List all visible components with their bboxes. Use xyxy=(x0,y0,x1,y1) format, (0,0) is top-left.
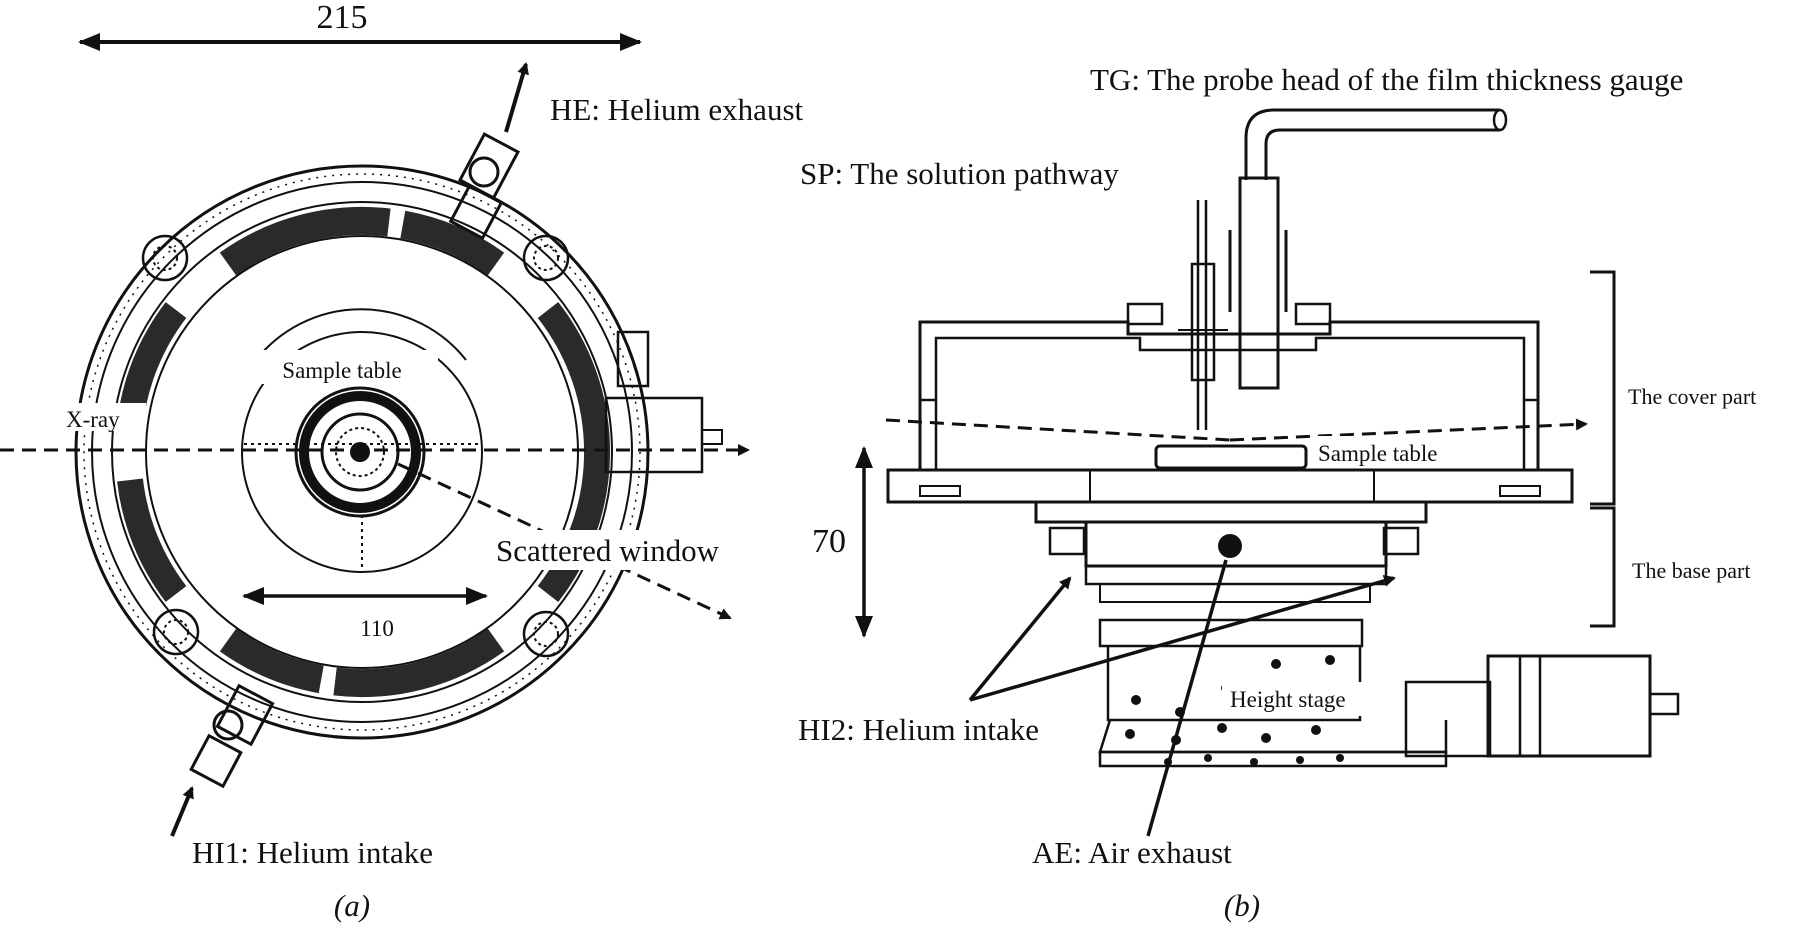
air-exhaust-label: AE: Air exhaust xyxy=(1032,835,1232,870)
helium-intake-pointer-2 xyxy=(969,574,1396,702)
dimension-70-label: 70 xyxy=(812,523,846,560)
helium-exhaust-label: HE: Helium exhaust xyxy=(550,92,804,127)
sample-table-label-a: Sample table xyxy=(282,358,401,383)
xray-label: X-ray xyxy=(66,407,120,432)
sample-table-b xyxy=(1154,444,1308,470)
panel-a: 215 xyxy=(0,0,804,923)
air-exhaust-pointer xyxy=(1146,559,1228,837)
sample-table-label-b: Sample table xyxy=(1318,441,1437,466)
flange-bolts xyxy=(141,234,570,658)
cover-part-body xyxy=(886,302,1574,504)
caption-b: (b) xyxy=(1224,888,1260,923)
helium-exhaust-fitting xyxy=(448,62,529,241)
helium-intake-fitting xyxy=(170,683,275,837)
sample-table-assembly xyxy=(241,308,483,573)
xray-beam-b xyxy=(885,418,1231,442)
helium-intake-label-a: HI1: Helium intake xyxy=(192,835,433,870)
scattered-ray-b xyxy=(1229,418,1588,442)
dimension-110-label: 110 xyxy=(360,616,394,641)
thickness-gauge-probe xyxy=(1228,108,1508,390)
cover-part-brace xyxy=(1590,270,1616,506)
base-part-label: The base part xyxy=(1632,558,1751,583)
cover-part-label: The cover part xyxy=(1628,384,1756,409)
chamber-outer-ring xyxy=(74,164,650,740)
height-stage-label: Height stage xyxy=(1230,687,1346,712)
solution-pathway xyxy=(1178,200,1228,430)
panel-b: 70 TG: The probe head of the film thickn… xyxy=(798,62,1756,923)
solution-pathway-label: SP: The solution pathway xyxy=(800,156,1119,191)
dimension-215-label: 215 xyxy=(317,0,368,36)
thickness-gauge-label: TG: The probe head of the film thickness… xyxy=(1090,62,1683,97)
side-connector xyxy=(604,330,723,474)
base-part-brace xyxy=(1590,506,1616,628)
helium-intake-label-b: HI2: Helium intake xyxy=(798,712,1039,747)
scattered-window-label: Scattered window xyxy=(496,533,720,568)
helium-intake-pointer-1 xyxy=(968,576,1072,702)
caption-a: (a) xyxy=(334,888,370,923)
